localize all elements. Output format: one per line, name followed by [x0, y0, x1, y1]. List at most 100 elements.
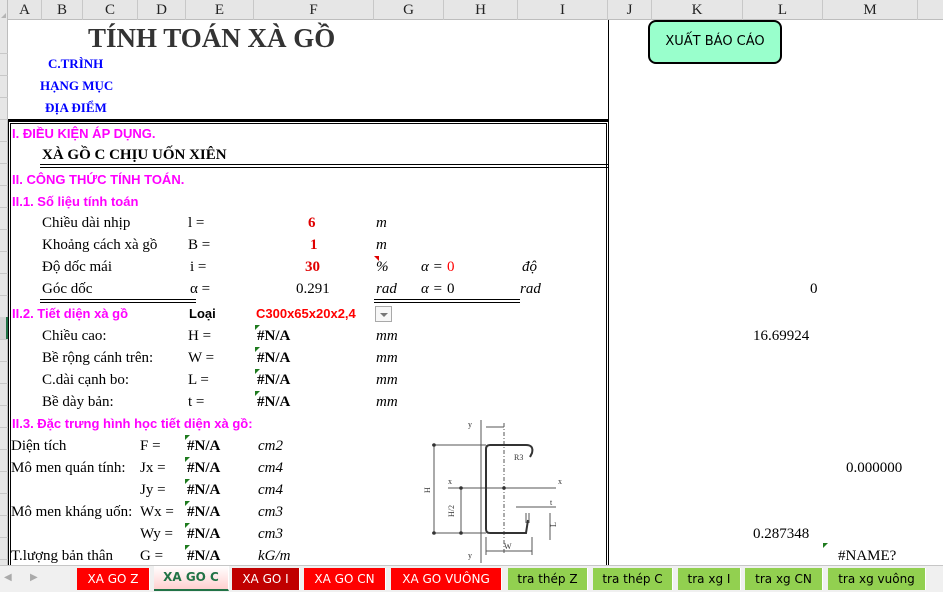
tab-tra-xg-i[interactable]: tra xg I — [678, 568, 741, 590]
tab-tra-thep-c[interactable]: tra thép C — [593, 568, 673, 590]
modulus-wy-unit: cm3 — [258, 526, 283, 542]
svg-text:t: t — [550, 498, 553, 507]
purlin-spacing-label: Khoảng cách xà gồ — [42, 237, 158, 253]
tab-xa-go-cn[interactable]: XA GO CN — [304, 568, 386, 590]
tab-xa-go-c[interactable]: XA GO C — [154, 566, 229, 591]
tab-tra-thep-z[interactable]: tra thép Z — [508, 568, 588, 590]
content-box-left-border-inner — [10, 123, 11, 565]
worksheet[interactable]: TÍNH TOÁN XÀ GỒ C.TRÌNH HẠNG MỤC ĐỊA ĐIỂ… — [8, 20, 943, 565]
sheet-tab-bar: ◀ ▶ XA GO Z XA GO C XA GO I XA GO CN XA … — [0, 565, 943, 592]
svg-text:R3: R3 — [514, 453, 523, 462]
slope-alpha-value: 0 — [447, 281, 455, 297]
side-value-g: #NAME? — [838, 548, 897, 564]
flange-width-value: #N/A — [257, 350, 291, 366]
span-length-label: Chiều dài nhịp — [42, 215, 131, 231]
section-type-dropdown-button[interactable] — [375, 306, 392, 322]
section1-heading: I. ĐIỀU KIỆN ÁP DỤNG. — [12, 126, 156, 141]
span-length-value[interactable]: 6 — [308, 215, 316, 231]
column-header-m[interactable]: M — [823, 0, 918, 20]
height-unit: mm — [376, 328, 398, 344]
svg-text:y: y — [468, 420, 472, 429]
purlin-spacing-unit: m — [376, 237, 387, 253]
column-header-g[interactable]: G — [374, 0, 444, 20]
roof-alpha-label: α = — [421, 259, 443, 275]
height-symbol: H = — [188, 328, 212, 344]
header-box-bottom-border — [8, 119, 609, 121]
section-modulus-label: Mô men kháng uốn: — [11, 504, 133, 520]
column-header-c[interactable]: C — [83, 0, 138, 20]
roof-slope-label: Độ dốc mái — [42, 259, 112, 275]
column-header-a[interactable]: A — [8, 0, 42, 20]
content-box-top-border-inner — [10, 123, 607, 124]
modulus-wx-unit: cm3 — [258, 504, 283, 520]
header-box-right-border — [608, 20, 609, 120]
error-indicator — [185, 457, 190, 462]
section2-2-heading: II.2. Tiết diện xà gồ — [12, 306, 129, 321]
span-length-symbol: l = — [188, 215, 205, 231]
error-indicator — [823, 543, 828, 548]
slope-angle-symbol: α = — [190, 281, 211, 297]
section2-heading: II. CÔNG THỨC TÍNH TOÁN. — [12, 172, 185, 187]
column-header-h[interactable]: H — [444, 0, 518, 20]
column-header-b[interactable]: B — [42, 0, 83, 20]
height-label: Chiều cao: — [42, 328, 107, 344]
svg-text:x: x — [448, 477, 452, 486]
lip-length-value: #N/A — [257, 372, 291, 388]
column-header-d[interactable]: D — [138, 0, 186, 20]
column-header-i[interactable]: I — [518, 0, 608, 20]
tab-tra-xg-cn[interactable]: tra xg CN — [745, 568, 823, 590]
column-header-n[interactable] — [918, 0, 943, 20]
svg-text:L: L — [549, 522, 558, 527]
modulus-wy-value: #N/A — [187, 526, 221, 542]
flange-width-label: Bề rộng cánh trên: — [42, 350, 154, 366]
roof-slope-symbol: i = — [190, 259, 207, 275]
slope-angle-value: 0.291 — [296, 281, 330, 297]
section2-1-heading: II.1. Số liệu tính toán — [12, 194, 139, 209]
roof-slope-value[interactable]: 30 — [305, 259, 320, 275]
roof-alpha-unit: độ — [522, 259, 537, 275]
thickness-unit: mm — [376, 394, 398, 410]
selected-row-header[interactable] — [0, 317, 8, 339]
inertia-jx-symbol: Jx = — [140, 460, 166, 476]
thickness-symbol: t = — [188, 394, 205, 410]
angle-row-underline-right — [374, 299, 520, 303]
angle-row-underline-left — [40, 299, 196, 303]
tab-xa-go-i[interactable]: XA GO I — [232, 568, 300, 590]
export-report-button[interactable]: XUẤT BÁO CÁO — [648, 20, 782, 64]
content-box-left-border — [8, 121, 9, 565]
project-label-hangmuc: HẠNG MỤC — [40, 78, 114, 93]
tab-xa-go-z[interactable]: XA GO Z — [77, 568, 150, 590]
c-section-diagram: y y x x H H/2 W L t R3 — [423, 420, 562, 563]
side-value-jx: 0.000000 — [846, 460, 903, 476]
section1-subtitle: XÀ GỒ C CHỊU UỐN XIÊN — [42, 147, 227, 163]
self-weight-symbol: G = — [140, 548, 164, 564]
side-value-goc: 0 — [810, 281, 818, 297]
tab-tra-xg-vuong[interactable]: tra xg vuông — [828, 568, 926, 590]
column-header-bar: A B C D E F G H I J K L M — [0, 0, 943, 20]
row-header-strip[interactable] — [0, 20, 8, 565]
roof-slope-unit: % — [376, 259, 389, 275]
column-header-k[interactable]: K — [652, 0, 743, 20]
section-type-value[interactable]: C300x65x20x2,4 — [256, 306, 356, 321]
side-value-wy: 0.287348 — [753, 526, 810, 542]
tab-xa-go-vuong[interactable]: XA GO VUÔNG — [391, 568, 502, 590]
error-indicator — [255, 347, 260, 352]
content-box-top-border — [8, 121, 609, 122]
svg-text:H: H — [423, 487, 432, 493]
subtitle-underline — [40, 164, 609, 168]
column-header-e[interactable]: E — [186, 0, 254, 20]
purlin-spacing-value[interactable]: 1 — [310, 237, 318, 253]
error-indicator — [255, 369, 260, 374]
slope-alpha-label: α = — [421, 281, 443, 297]
column-header-j[interactable]: J — [608, 0, 652, 20]
area-symbol: F = — [140, 438, 161, 454]
tab-scroll-right-icon[interactable]: ▶ — [30, 572, 38, 583]
height-value: #N/A — [257, 328, 291, 344]
slope-alpha-unit: rad — [520, 281, 541, 297]
tab-scroll-left-icon[interactable]: ◀ — [4, 572, 12, 583]
column-header-f[interactable]: F — [254, 0, 374, 20]
select-all-button[interactable] — [0, 0, 8, 20]
area-label: Diện tích — [11, 438, 67, 454]
lip-length-symbol: L = — [188, 372, 209, 388]
column-header-l[interactable]: L — [743, 0, 823, 20]
